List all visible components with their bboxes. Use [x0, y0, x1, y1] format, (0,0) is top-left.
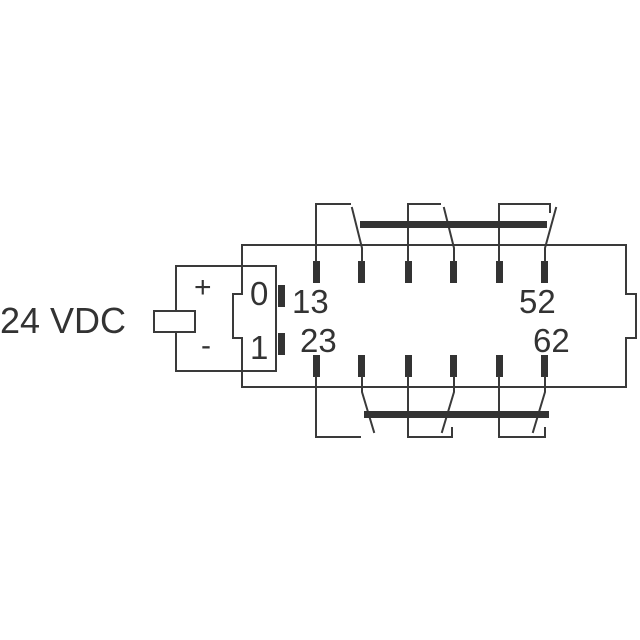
top-pin-1 [313, 261, 320, 283]
coil-symbol [153, 310, 196, 333]
top-pin-2 [358, 261, 365, 283]
position-label-1: 1 [250, 329, 268, 366]
plus-sign: + [194, 271, 212, 304]
coil-supply-wire [175, 265, 277, 372]
top-contact-group-2 [407, 203, 455, 262]
terminal-label-13: 13 [292, 283, 329, 320]
top-pin-3 [405, 261, 412, 283]
position-label-0: 0 [250, 275, 268, 312]
bottom-pin-4 [450, 355, 457, 377]
top-contact-group-3 [498, 203, 558, 262]
supply-voltage-label: 24 VDC [0, 300, 126, 341]
terminal-label-52: 52 [519, 283, 556, 320]
top-contact-group-1 [315, 203, 363, 262]
bottom-contact-group-1 [315, 376, 376, 438]
bottom-pin-2 [358, 355, 365, 377]
terminal-label-62: 62 [533, 322, 570, 359]
bottom-contact-group-3 [498, 376, 546, 438]
bottom-contact-group-2 [407, 376, 455, 438]
bottom-pin-5 [496, 355, 503, 377]
relay-body-outline [232, 244, 637, 388]
top-pin-5 [496, 261, 503, 283]
bottom-actuator-bar [364, 411, 549, 418]
selector-pin-0 [278, 285, 285, 307]
top-pin-6 [541, 261, 548, 283]
selector-pin-1 [278, 333, 285, 355]
top-actuator-bar [360, 221, 547, 228]
bottom-pin-1 [313, 355, 320, 377]
top-pin-4 [450, 261, 457, 283]
bottom-pin-3 [405, 355, 412, 377]
bottom-pin-6 [541, 355, 548, 377]
terminal-label-23: 23 [300, 322, 337, 359]
minus-sign: - [201, 329, 211, 362]
